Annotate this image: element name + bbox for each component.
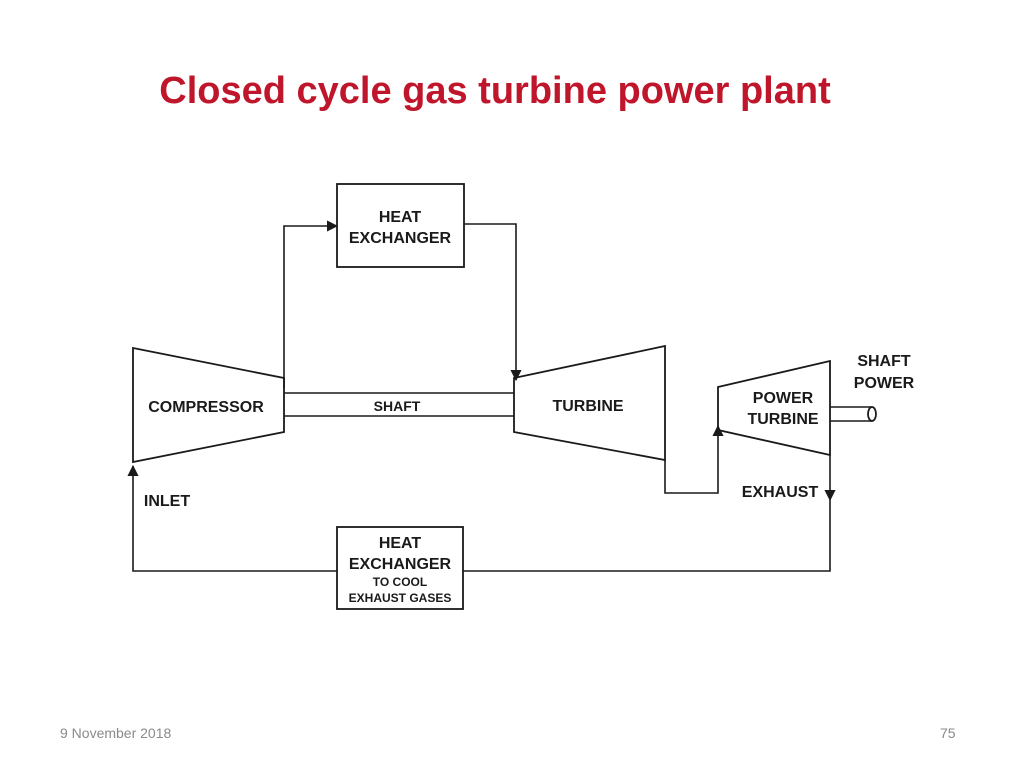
turbine-to-power-turbine-line bbox=[664, 424, 724, 494]
turbine-label: TURBINE bbox=[552, 398, 623, 415]
heat-exchanger-bottom-label-4: EXHAUST GASES bbox=[349, 591, 452, 605]
cooler-to-inlet-line bbox=[127, 464, 337, 572]
heat-exchanger-bottom-label-1: HEAT bbox=[379, 535, 422, 552]
exhaust-label: EXHAUST bbox=[742, 484, 819, 501]
compressor-shape bbox=[132, 346, 285, 464]
shaft-power-label-1: SHAFT bbox=[857, 353, 911, 370]
power-turbine-label-1: POWER bbox=[753, 390, 814, 407]
heater-to-turbine-line bbox=[464, 223, 522, 382]
slide-title: Closed cycle gas turbine power plant bbox=[159, 70, 831, 112]
compressor-label: COMPRESSOR bbox=[148, 399, 264, 416]
heat-exchanger-top-box bbox=[336, 183, 465, 268]
exhaust-to-cooler-line bbox=[463, 500, 831, 572]
footer-date: 9 November 2018 bbox=[60, 725, 172, 741]
shaft-label: SHAFT bbox=[374, 398, 421, 414]
page-number: 75 bbox=[940, 725, 956, 741]
heat-exchanger-bottom-box bbox=[336, 526, 464, 610]
inlet-label: INLET bbox=[144, 493, 190, 510]
heat-exchanger-bottom-label-3: TO COOL bbox=[373, 575, 427, 589]
heat-exchanger-bottom-label-2: EXCHANGER bbox=[349, 556, 452, 573]
output-shaft-end bbox=[867, 406, 877, 422]
power-turbine-label-2: TURBINE bbox=[747, 411, 818, 428]
heat-exchanger-top-label-2: EXCHANGER bbox=[349, 230, 452, 247]
heat-exchanger-top-label-1: HEAT bbox=[379, 209, 422, 226]
power-turbine-shape bbox=[717, 359, 831, 457]
shaft-power-label-2: POWER bbox=[854, 375, 915, 392]
compressor-to-heater-line bbox=[283, 220, 339, 388]
